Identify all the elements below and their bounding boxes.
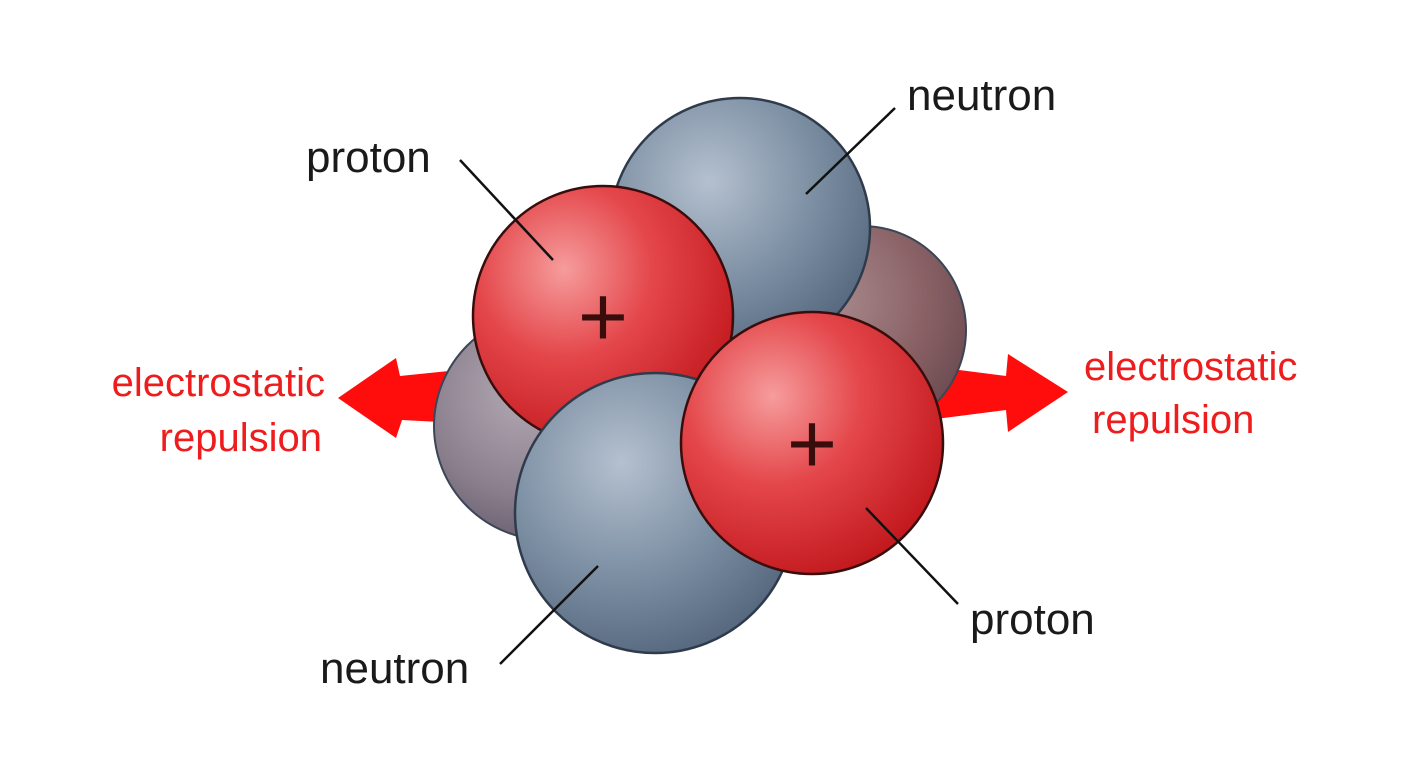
leader-line-proton-top (459, 159, 554, 261)
label-repulsion-left-line1: electrostatic (112, 361, 325, 405)
proton-bottom-sphere (679, 310, 945, 576)
label-repulsion-right-line2: repulsion (1092, 398, 1254, 442)
label-repulsion-left-line2: repulsion (160, 416, 322, 460)
leader-line-neutron-top (805, 107, 896, 195)
repulsion-arrow-right (928, 354, 1068, 432)
label-neutron-top: neutron (907, 71, 1056, 120)
leader-line-proton-bottom (865, 507, 959, 605)
leader-line-neutron-bottom (499, 565, 599, 665)
label-repulsion-right-line1: electrostatic (1084, 345, 1297, 389)
label-proton-top: proton (306, 133, 431, 182)
label-neutron-bottom: neutron (320, 644, 469, 693)
proton-top-charge-symbol: + (578, 269, 628, 365)
label-proton-bottom: proton (970, 595, 1095, 644)
proton-bottom-charge-symbol: + (787, 396, 837, 492)
